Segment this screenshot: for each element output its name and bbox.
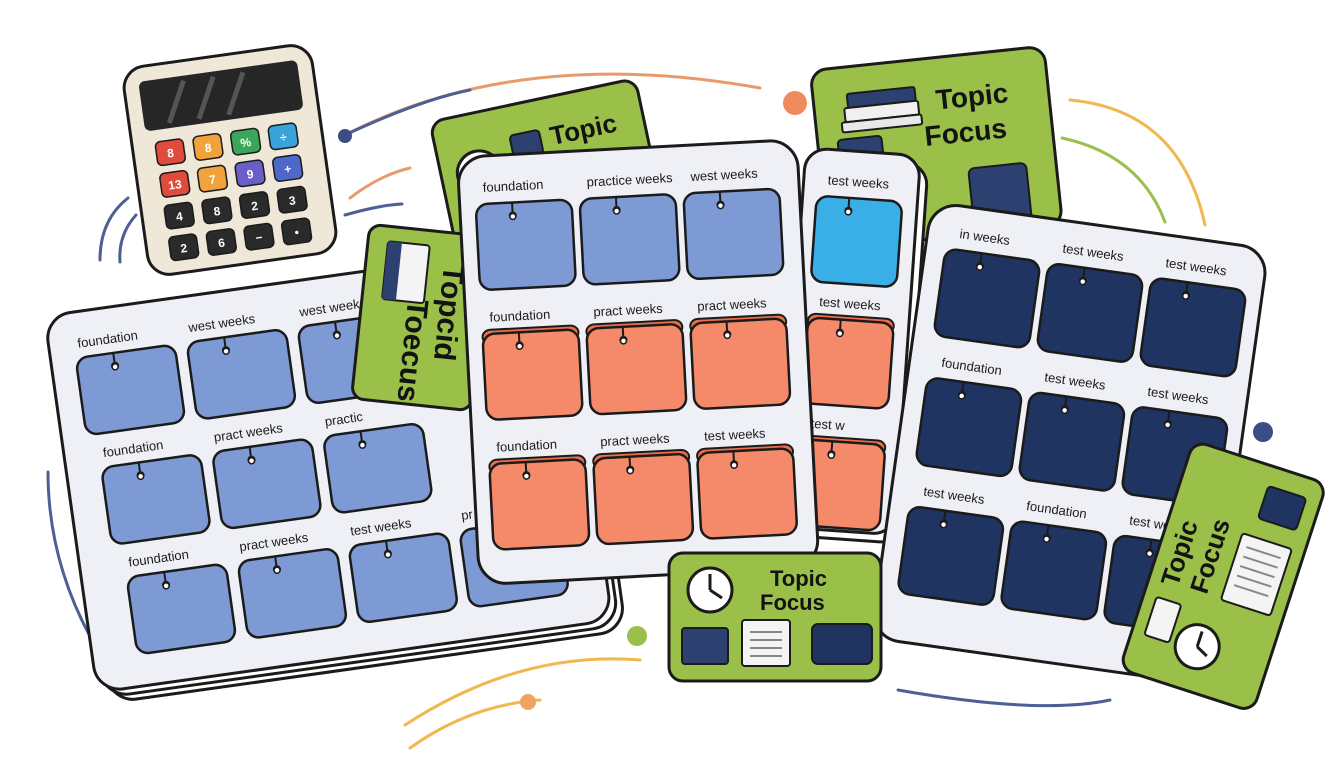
planner-tab <box>696 443 798 540</box>
clock-icon <box>1173 623 1221 671</box>
planner-tab <box>75 344 186 436</box>
week-label: foundation <box>496 436 557 454</box>
planner-tab <box>1018 391 1126 492</box>
document-icon <box>1144 596 1182 644</box>
calculator-key-label: 8 <box>213 204 222 219</box>
planner-tab <box>933 248 1041 349</box>
calculator-key-label: 3 <box>288 193 297 208</box>
planner-tab <box>689 313 792 410</box>
week-label: test w <box>810 416 846 433</box>
planner-tab <box>801 312 895 410</box>
week-label: pr <box>460 506 474 523</box>
calculator-key <box>243 222 275 251</box>
narrow-planner-sheet: test weeks test weeks test w <box>779 147 929 544</box>
planner-tab <box>1000 520 1108 621</box>
week-label: pract weeks <box>600 431 671 450</box>
calculator-key-label: • <box>294 225 300 239</box>
calculator-key <box>276 185 308 214</box>
bottom-card-line1: Topic <box>770 566 827 591</box>
planner-tab <box>101 454 211 545</box>
calculator-key-label: 2 <box>250 199 259 214</box>
calculator-key <box>272 154 304 182</box>
clock-icon <box>686 566 734 614</box>
planner-tab <box>237 548 348 639</box>
planner-tab <box>682 187 785 281</box>
document-icon <box>1220 532 1293 617</box>
calculator-key-label: 6 <box>217 236 226 251</box>
document-icon <box>741 619 791 667</box>
topic-card-rotated: Topcid Toecus <box>351 223 490 412</box>
planner-tab <box>348 532 458 624</box>
calculator-key <box>168 233 200 262</box>
calculator-key-label: 8 <box>166 146 175 161</box>
calculator-key <box>280 217 313 246</box>
planner-tab <box>1139 277 1247 378</box>
week-label: test weeks <box>827 172 890 191</box>
calculator-key-label: 13 <box>167 177 182 193</box>
planner-tab <box>212 438 322 530</box>
bottom-card-line2: Focus <box>760 590 825 615</box>
week-label: practice weeks <box>586 170 673 190</box>
calculator-key <box>196 164 229 193</box>
topic-focus-title-line1: Topic <box>934 77 1009 115</box>
calculator-key <box>229 127 262 156</box>
calculator-key <box>238 191 271 219</box>
planner-tab <box>481 324 584 421</box>
book-stack-icon <box>840 86 924 134</box>
briefcase-icon <box>811 623 873 665</box>
calculator-key-label: 9 <box>246 167 255 182</box>
week-label: pract weeks <box>593 301 664 320</box>
calculator-key-label: 4 <box>175 209 184 224</box>
calculator-key <box>201 196 233 225</box>
planner-tab <box>810 195 903 288</box>
week-label: in weeks <box>959 226 1012 248</box>
week-label: test weeks <box>704 426 767 444</box>
planner-tab <box>578 193 681 286</box>
calculator-key-label: 2 <box>180 241 189 256</box>
calculator-key-label: − <box>255 230 264 245</box>
calculator-key-label: 7 <box>208 172 217 187</box>
week-label: west weeks <box>689 166 758 185</box>
calculator-key <box>267 122 299 151</box>
calculator-key <box>163 201 195 230</box>
planner-tab <box>915 377 1023 478</box>
planner-tab <box>585 319 688 416</box>
week-label: pract weeks <box>697 295 768 314</box>
planner-tab <box>186 329 297 420</box>
planner-tab <box>474 198 577 291</box>
decorative-swooshes <box>46 72 1207 750</box>
calculator-key <box>159 169 191 198</box>
middle-planner-sheet: foundation practice weeks west weeks founda… <box>457 139 820 585</box>
planner-tab <box>1036 262 1144 363</box>
briefcase-icon <box>1257 485 1307 531</box>
calculator-icon: 8 8% ÷ 13 7 9 +4 8 2 3 2 6 − • <box>122 44 338 276</box>
planner-tab <box>592 448 695 546</box>
week-label: foundation <box>482 177 543 195</box>
briefcase-icon <box>681 627 729 665</box>
planner-tab <box>897 505 1005 606</box>
calculator-key <box>192 133 224 161</box>
calculator-key-label: 8 <box>204 140 213 155</box>
topic-card-right: Topic Focus <box>1121 442 1325 710</box>
week-label: test weeks <box>819 294 882 313</box>
calculator-key-label: ÷ <box>279 130 288 145</box>
calculator-key <box>234 159 266 188</box>
topic-card-bottom: Topic Focus <box>667 551 883 683</box>
planner-tab <box>126 563 237 655</box>
calculator-key <box>205 228 237 256</box>
calculator-key <box>154 138 186 167</box>
calculator-key-label: % <box>239 135 252 150</box>
planner-tab <box>323 422 433 514</box>
planner-tab <box>488 454 591 551</box>
week-label: practic <box>324 409 364 429</box>
week-label: foundation <box>489 307 550 325</box>
calculator-key-label: + <box>283 162 292 177</box>
